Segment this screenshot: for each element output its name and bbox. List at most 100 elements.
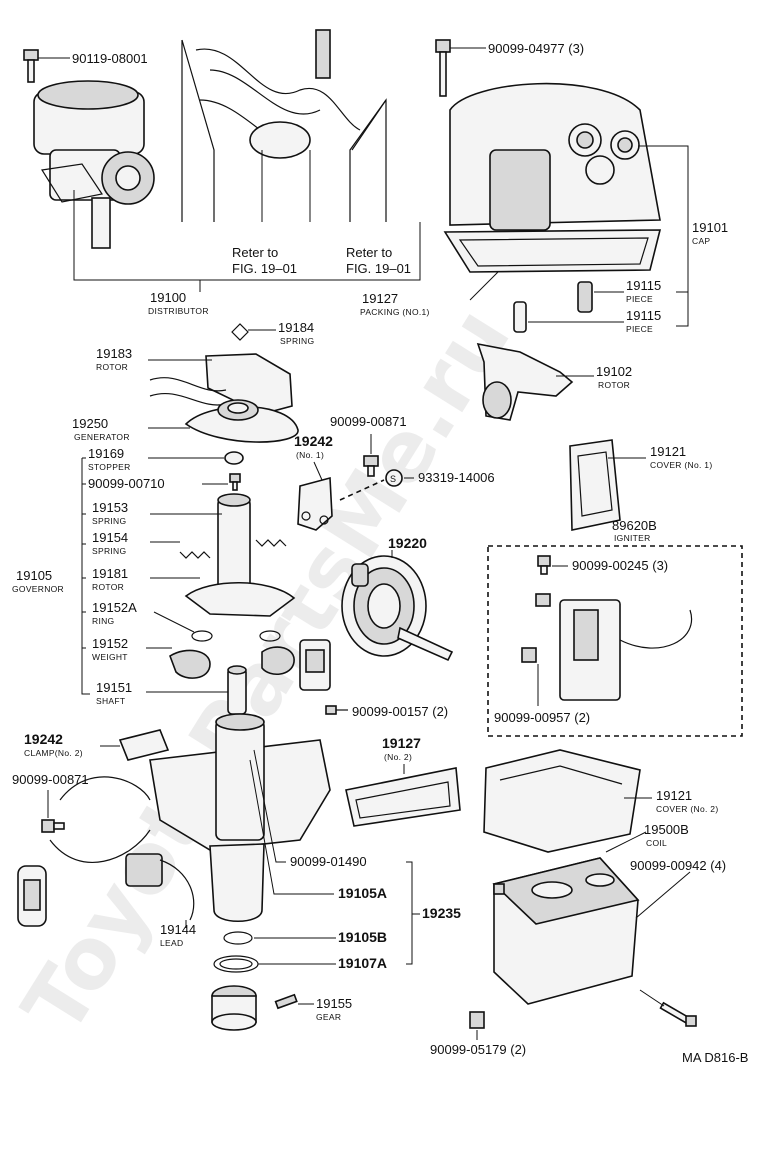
label-stopper: STOPPER — [88, 462, 131, 472]
label-piece-a: PIECE — [626, 294, 653, 304]
label-90119-08001: 90119-08001 — [72, 51, 148, 66]
label-90099-00710: 90099-00710 — [88, 476, 165, 491]
label-19101: 19101 — [692, 220, 728, 235]
washer-93319-14006-icon: S — [385, 469, 403, 487]
clamp-19242-no2-drawing — [118, 729, 170, 761]
bolt-90099-00942-icon — [659, 1001, 697, 1027]
label-cap: CAP — [692, 236, 710, 246]
label-19105B: 19105B — [338, 929, 387, 945]
label-19127-no1: 19127 — [362, 291, 398, 306]
label-19220: 19220 — [388, 535, 427, 551]
label-no2: (No. 2) — [384, 752, 412, 762]
label-89620B: 89620B — [612, 518, 657, 533]
distributor-housing-drawing — [49, 713, 331, 922]
refer-note-2-line2: FIG. 19–01 — [346, 261, 411, 276]
label-19127-no2: 19127 — [382, 735, 421, 751]
spark-plug-wires-inset — [181, 29, 387, 222]
bolt-90099-04977-icon — [435, 39, 451, 97]
label-19151: 19151 — [96, 680, 132, 695]
label-cover-no2: COVER (No. 2) — [656, 804, 718, 814]
stopper-19169-icon — [224, 451, 244, 465]
connector-19144-icon — [17, 865, 47, 927]
label-19242-a: 19242 — [294, 433, 333, 449]
label-generator: GENERATOR — [74, 432, 130, 442]
label-19102: 19102 — [596, 364, 632, 379]
label-19152A: 19152A — [92, 600, 137, 615]
label-19155: 19155 — [316, 996, 352, 1011]
label-ring: RING — [92, 616, 114, 626]
label-spring-19153: SPRING — [92, 516, 126, 526]
rotor-19183-drawing — [149, 353, 293, 415]
bolt-90099-00871-b-icon — [41, 819, 65, 833]
label-rotor-19181: ROTOR — [92, 582, 124, 592]
label-19154: 19154 — [92, 530, 128, 545]
bolt-90099-00871-a-icon — [363, 455, 379, 477]
label-spring-19184: SPRING — [280, 336, 314, 346]
refer-note-1-line1: Reter to — [232, 245, 278, 260]
label-19144: 19144 — [160, 922, 196, 937]
screw-90099-00157-icon — [325, 705, 348, 715]
igniter-dashed-frame — [487, 545, 743, 737]
shaft-19151-icon — [227, 665, 247, 715]
label-governor: GOVERNOR — [12, 584, 64, 594]
clamp-19242-no1-drawing — [297, 476, 333, 531]
label-90099-00245: 90099-00245 (3) — [572, 558, 668, 573]
bolt-90119-08001-icon — [23, 49, 39, 83]
label-90099-04977: 90099-04977 (3) — [488, 41, 584, 56]
nut-90099-05179-icon — [469, 883, 505, 1029]
diagram-code: MA D816-B — [682, 1050, 748, 1065]
cover-19121-no2-drawing — [483, 749, 641, 853]
generator-19250-drawing — [184, 399, 299, 443]
label-19105A: 19105A — [338, 885, 387, 901]
label-93319-14006: 93319-14006 — [418, 470, 495, 485]
label-19105: 19105 — [16, 568, 52, 583]
label-lead: LEAD — [160, 938, 183, 948]
label-19242-b: 19242 — [24, 731, 63, 747]
distributor-cap-drawing — [449, 82, 661, 231]
label-90099-00957: 90099-00957 (2) — [494, 710, 590, 725]
label-19250: 19250 — [72, 416, 108, 431]
label-90099-00871-a: 90099-00871 — [330, 414, 407, 429]
refer-note-2-line1: Reter to — [346, 245, 392, 260]
coil-19500B-drawing — [492, 857, 640, 1005]
ring-19152A-icon — [191, 630, 281, 642]
shaft-assembly-drawing — [179, 493, 296, 617]
label-19235: 19235 — [422, 905, 461, 921]
label-19153: 19153 — [92, 500, 128, 515]
label-no1: (No. 1) — [296, 450, 324, 460]
label-rotor-19102: ROTOR — [598, 380, 630, 390]
label-spring-19154: SPRING — [92, 546, 126, 556]
label-weight: WEIGHT — [92, 652, 128, 662]
packing-no1-drawing — [443, 229, 662, 273]
label-90099-01490: 90099-01490 — [290, 854, 367, 869]
label-clamp-no2: CLAMP(No. 2) — [24, 748, 83, 758]
label-coil: COIL — [646, 838, 667, 848]
label-19115-b: 19115 — [626, 308, 661, 323]
label-19181: 19181 — [92, 566, 128, 581]
refer-note-1-line2: FIG. 19–01 — [232, 261, 297, 276]
screw-90099-00710-icon — [229, 473, 241, 491]
label-packing-no1: PACKING (NO.1) — [360, 307, 430, 317]
gear-19155-icon — [211, 985, 298, 1031]
label-90099-00942: 90099-00942 (4) — [630, 858, 726, 873]
washer-19105B-icon — [223, 931, 253, 945]
label-19183: 19183 — [96, 346, 132, 361]
label-19152: 19152 — [92, 636, 128, 651]
label-90099-00157: 90099-00157 (2) — [352, 704, 448, 719]
connector-plug-drawing — [299, 639, 331, 691]
rotor-19102-drawing — [476, 342, 574, 421]
distributor-assembly-drawing — [33, 80, 155, 249]
packing-no2-drawing — [345, 767, 461, 827]
weight-19152-icon — [169, 646, 295, 679]
label-igniter: IGNITER — [614, 533, 651, 543]
screw-90099-00245-icon — [537, 555, 551, 575]
label-shaft: SHAFT — [96, 696, 125, 706]
spring-19184-icon — [231, 323, 249, 341]
label-distributor: DISTRIBUTOR — [148, 306, 209, 316]
label-19107A: 19107A — [338, 955, 387, 971]
o-ring-19107A-icon — [213, 955, 259, 973]
label-90099-00871-b: 90099-00871 — [12, 772, 89, 787]
label-gear: GEAR — [316, 1012, 341, 1022]
cover-19121-no1-drawing — [569, 439, 621, 531]
